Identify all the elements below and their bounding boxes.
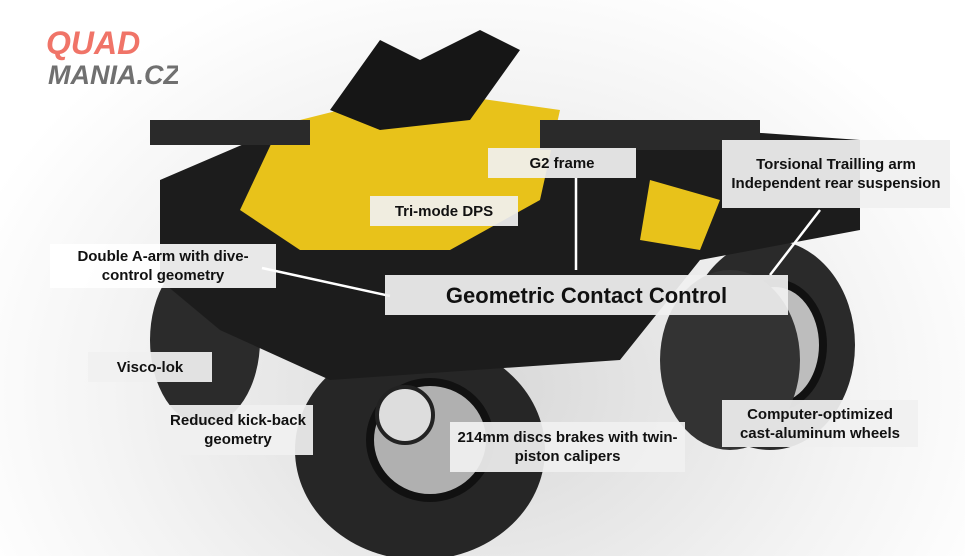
brake-disc [375, 385, 435, 445]
label-disc-brakes: 214mm discs brakes with twin-piston cali… [450, 422, 685, 472]
quadmania-logo: QUAD MANIA.CZ [46, 25, 178, 90]
svg-text:QUAD: QUAD [46, 25, 140, 61]
label-geometric-contact-control: Geometric Contact Control [385, 275, 788, 315]
label-torsional-rear-suspension: Torsional Trailling arm Independent rear… [722, 140, 950, 208]
label-visco-lok: Visco-lok [88, 352, 212, 382]
svg-text:MANIA.CZ: MANIA.CZ [48, 60, 178, 90]
label-g2-frame: G2 frame [488, 148, 636, 178]
label-tri-mode-dps: Tri-mode DPS [370, 196, 518, 226]
label-cast-aluminum-wheels: Computer-optimized cast-aluminum wheels [722, 400, 918, 447]
seat-handlebars [330, 30, 520, 130]
label-double-a-arm: Double A-arm with dive-control geometry [50, 244, 276, 288]
label-reduced-kickback: Reduced kick-back geometry [163, 405, 313, 455]
leader-lines [261, 178, 821, 298]
